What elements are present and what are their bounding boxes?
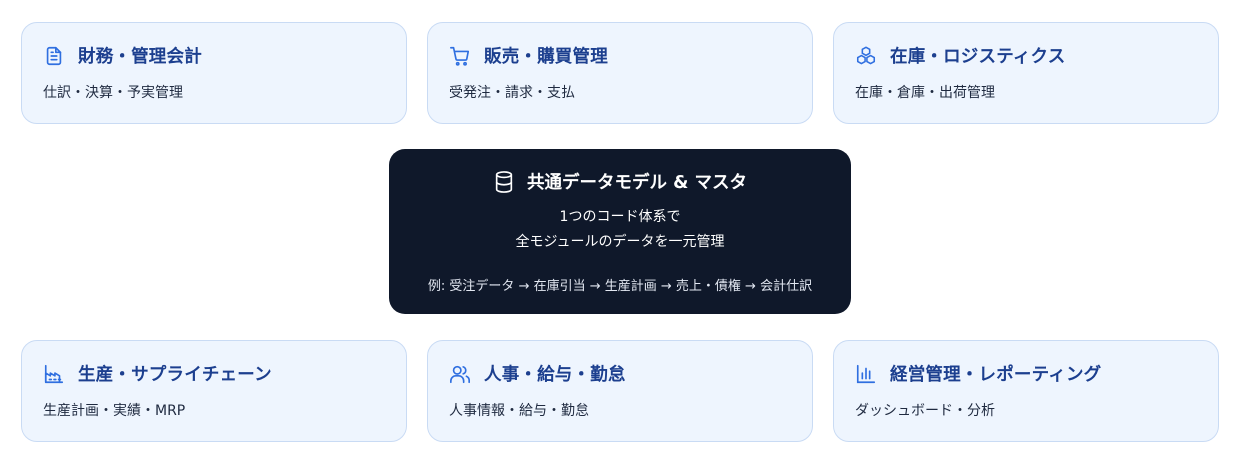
core-description-line-2: 全モジュールのデータを一元管理 [515,234,725,250]
module-description: ダッシュボード・分析 [855,403,995,419]
module-description: 在庫・倉庫・出荷管理 [855,85,995,101]
cart-icon [449,45,471,67]
factory-icon [43,363,65,385]
module-description: 人事情報・給与・勤怠 [449,403,589,419]
module-description: 受発注・請求・支払 [449,85,575,101]
module-title: 財務・管理会計 [78,47,202,67]
module-description: 仕訳・決算・予実管理 [43,85,183,101]
boxes-icon [855,45,877,67]
module-card-production-supply-chain: 生産・サプライチェーン 生産計画・実績・MRP [21,340,407,442]
module-card-finance: 財務・管理会計 仕訳・決算・予実管理 [21,22,407,124]
core-description-line-1: 1つのコード体系で [559,209,681,225]
database-icon [493,170,515,194]
bar-chart-icon [855,363,877,385]
module-title: 経営管理・レポーティング [890,365,1102,385]
module-title: 人事・給与・勤怠 [484,365,626,385]
module-card-management-reporting: 経営管理・レポーティング ダッシュボード・分析 [833,340,1219,442]
module-title: 在庫・ロジスティクス [890,47,1066,67]
users-icon [449,363,471,385]
core-title: 共通データモデル & マスタ [527,173,747,193]
document-icon [43,45,65,67]
module-title: 生産・サプライチェーン [78,365,272,385]
module-description: 生産計画・実績・MRP [43,403,186,419]
module-card-sales-purchasing: 販売・購買管理 受発注・請求・支払 [427,22,813,124]
module-title: 販売・購買管理 [484,47,608,67]
common-data-model-panel: 共通データモデル & マスタ 1つのコード体系で 全モジュールのデータを一元管理… [389,149,851,314]
module-card-inventory-logistics: 在庫・ロジスティクス 在庫・倉庫・出荷管理 [833,22,1219,124]
module-card-hr-payroll: 人事・給与・勤怠 人事情報・給与・勤怠 [427,340,813,442]
core-example-flow: 例: 受注データ → 在庫引当 → 生産計画 → 売上・債権 → 会計仕訳 [427,279,813,294]
